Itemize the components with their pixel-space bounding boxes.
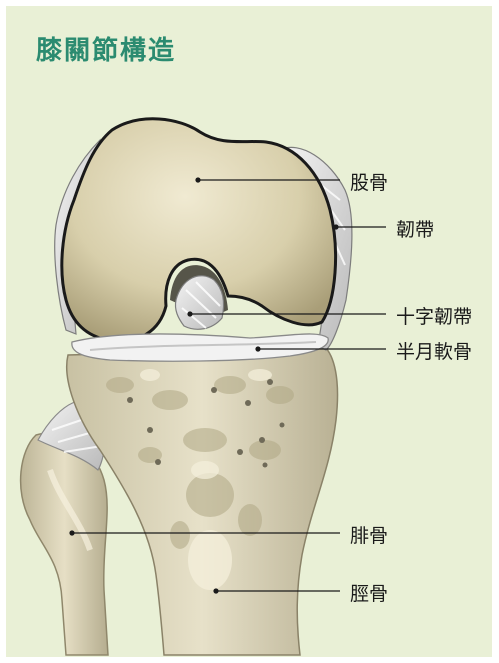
label-fibula: 腓骨: [350, 521, 388, 548]
label-femur: 股骨: [350, 168, 388, 195]
meniscus-leader-dot: [256, 347, 260, 351]
tibia-leader-dot: [214, 589, 218, 593]
ligament-leader-dot: [334, 225, 338, 229]
femur-leader-dot: [196, 178, 200, 182]
fibula-leader-dot: [70, 531, 74, 535]
cruciate-leader-dot: [188, 312, 192, 316]
label-meniscus: 半月軟骨: [396, 337, 472, 364]
label-tibia: 脛骨: [350, 579, 388, 606]
label-ligament: 韌帶: [396, 215, 434, 242]
label-cruciate-ligament: 十字韌帶: [396, 302, 472, 329]
